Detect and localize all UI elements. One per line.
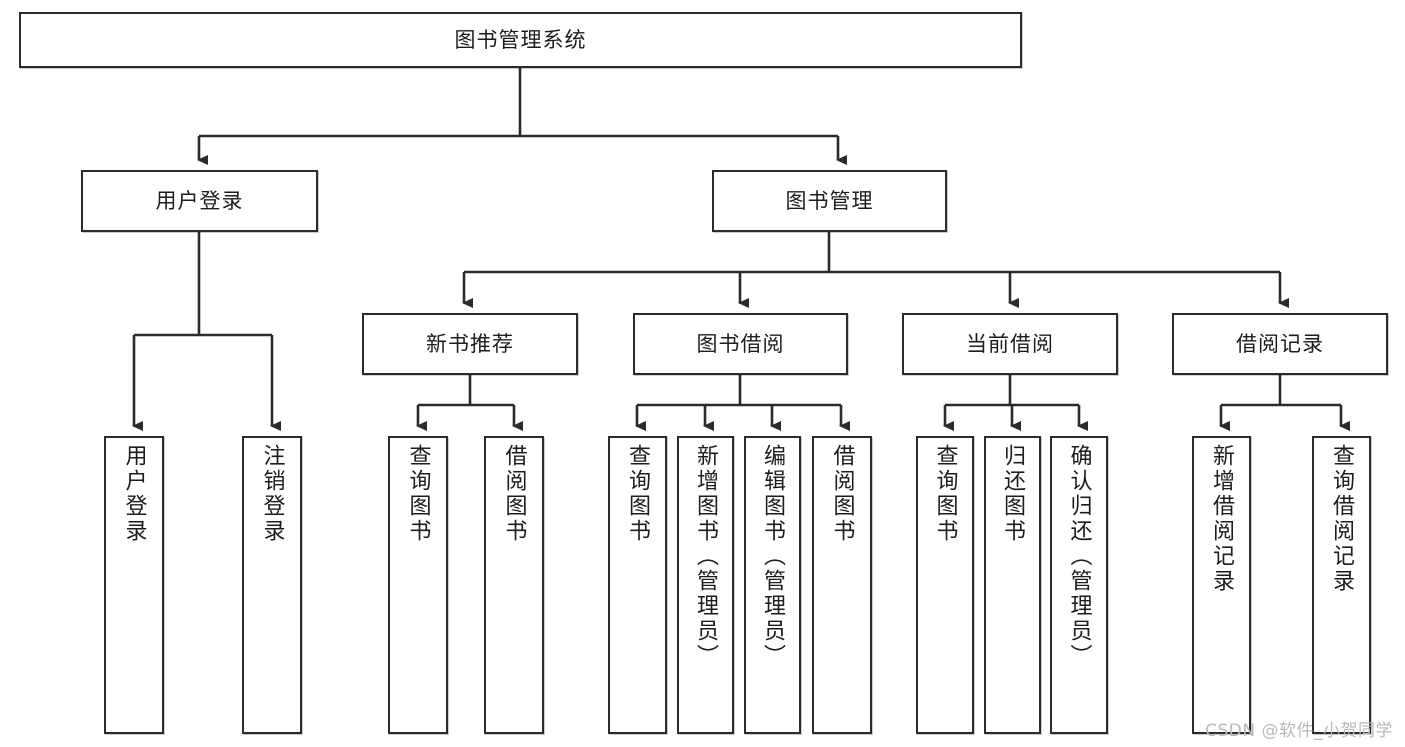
leaf-borrow-borrow-book-label: 借阅图书 [829,444,855,544]
node-book-borrow[interactable]: 图书借阅 [633,313,848,375]
leaf-borrow-add-book-label: 新增图书（管理员） [693,444,719,669]
leaf-current-return-book[interactable]: 归还图书 [984,436,1041,734]
leaf-borrow-query-book[interactable]: 查询图书 [608,436,667,734]
node-new-book-recommend-label: 新书推荐 [426,331,514,356]
leaf-new-book-borrow[interactable]: 借阅图书 [484,436,544,734]
leaf-new-book-query-label: 查询图书 [405,444,431,544]
node-user-login[interactable]: 用户登录 [81,170,318,232]
leaf-borrow-borrow-book[interactable]: 借阅图书 [812,436,872,734]
leaf-user-logout-label: 注销登录 [259,444,285,544]
leaf-borrow-add-book[interactable]: 新增图书（管理员） [677,436,734,734]
leaf-user-login[interactable]: 用户登录 [104,436,164,734]
node-root[interactable]: 图书管理系统 [19,12,1022,68]
node-borrow-records-label: 借阅记录 [1236,331,1324,356]
leaf-current-query-book-label: 查询图书 [932,444,958,544]
node-borrow-records[interactable]: 借阅记录 [1172,313,1388,375]
leaf-current-query-book[interactable]: 查询图书 [916,436,974,734]
node-book-management-label: 图书管理 [785,188,874,213]
leaf-borrow-query-book-label: 查询图书 [625,444,651,544]
leaf-user-logout[interactable]: 注销登录 [242,436,302,734]
leaf-borrow-edit-book-label: 编辑图书（管理员） [760,444,786,669]
leaf-record-add[interactable]: 新增借阅记录 [1192,436,1251,734]
leaf-user-login-label: 用户登录 [121,444,147,544]
leaf-borrow-edit-book[interactable]: 编辑图书（管理员） [744,436,801,734]
leaf-current-return-book-label: 归还图书 [1000,444,1026,544]
node-user-login-label: 用户登录 [155,188,244,213]
leaf-record-query[interactable]: 查询借阅记录 [1312,436,1371,734]
leaf-current-confirm-return[interactable]: 确认归还（管理员） [1050,436,1108,734]
node-book-borrow-label: 图书借阅 [696,331,785,356]
node-root-label: 图书管理系统 [454,27,587,52]
leaf-new-book-query[interactable]: 查询图书 [388,436,448,734]
node-current-borrow[interactable]: 当前借阅 [902,313,1118,375]
leaf-new-book-borrow-label: 借阅图书 [501,444,527,544]
leaf-record-query-label: 查询借阅记录 [1329,444,1355,594]
node-current-borrow-label: 当前借阅 [966,331,1054,356]
node-new-book-recommend[interactable]: 新书推荐 [362,313,578,375]
leaf-record-add-label: 新增借阅记录 [1209,444,1235,594]
leaf-current-confirm-return-label: 确认归还（管理员） [1066,444,1092,669]
node-book-management[interactable]: 图书管理 [712,170,947,232]
